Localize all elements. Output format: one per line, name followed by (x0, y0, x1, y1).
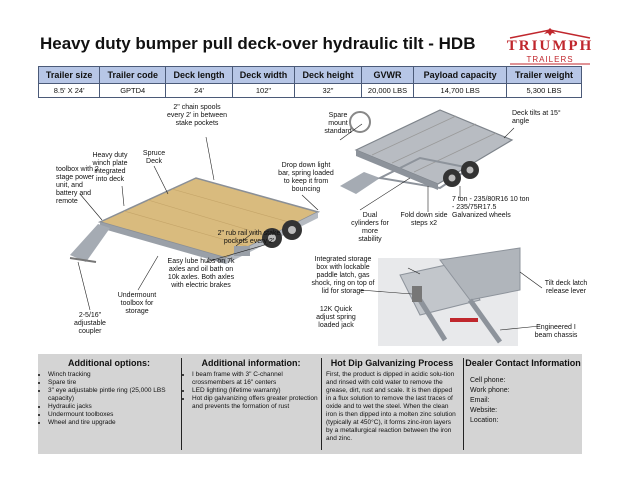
callout-storage-box: Integrated storage box with lockable pad… (311, 256, 375, 295)
list-item: I beam frame with 3" C-channel crossmemb… (192, 371, 320, 387)
list-item: Winch tracking (48, 371, 180, 379)
callout-jack: 12K Quick adjust spring loaded jack (316, 306, 356, 329)
dealer-email: Email: (470, 397, 490, 404)
brand-logo: TRIUMPH TRAILERS (500, 28, 600, 74)
callout-chain-spools: 2" chain spools every 2' in between stak… (166, 104, 228, 127)
column-divider (321, 358, 322, 450)
dealer-location: Location: (470, 417, 499, 424)
list-item: Hydraulic jacks (48, 403, 180, 411)
callout-side-steps: Fold down side steps x2 (400, 212, 448, 227)
column-divider (181, 358, 182, 450)
header-deck-length: Deck length (165, 66, 233, 84)
info-panel: Additional options: Winch tracking Spare… (38, 354, 582, 454)
page-title: Heavy duty bumper pull deck-over hydraul… (40, 34, 476, 53)
value-trailer-code: GPTD4 (99, 83, 167, 98)
list-item: Spare tire (48, 379, 180, 387)
options-list: Winch tracking Spare tire 3" eye adjusta… (38, 371, 180, 427)
value-trailer-size: 8.5' X 24' (37, 83, 101, 98)
galvanizing-text: First, the product is dipped in acidic s… (326, 371, 456, 442)
list-item: Wheel and tire upgrade (48, 419, 180, 427)
header-payload: Payload capacity (413, 66, 508, 84)
value-payload: 14,700 LBS (413, 83, 508, 98)
value-deck-width: 102" (231, 83, 296, 98)
callout-winch-plate: Heavy duty winch plate integrated into d… (92, 152, 128, 183)
callout-lube-hubs: Easy lube hubs on 7k axles and oil bath … (167, 258, 235, 289)
callout-drop-down-light: Drop down light bar, spring loaded to ke… (278, 162, 334, 193)
chassis-detail-image (378, 247, 521, 346)
callout-latch-release: Tilt deck latch release lever (544, 280, 588, 295)
dealer-website: Website: (470, 407, 498, 414)
header-deck-height: Deck height (294, 66, 362, 84)
logo-subtitle: TRAILERS (526, 55, 574, 64)
info-title: Additional information: (201, 358, 301, 368)
value-trailer-weight: 5,300 LBS (506, 83, 582, 98)
dealer-cell-phone: Cell phone: (470, 377, 506, 384)
callout-i-beam: Engineered I beam chassis (534, 324, 578, 339)
callout-toolbox: toolbox with 2 stage power unit, and bat… (56, 166, 99, 205)
callout-tires: 7 ton - 235/80R16 10 ton - 235/75R17.5 G… (452, 196, 530, 219)
header-deck-width: Deck width (231, 66, 296, 84)
info-list: I beam frame with 3" C-channel crossmemb… (182, 371, 320, 411)
value-deck-height: 32" (294, 83, 362, 98)
additional-options-section: Additional options: Winch tracking Spare… (38, 354, 180, 454)
dealer-work-phone: Work phone: (470, 387, 510, 394)
list-item: Hot dip galvanizing offers greater prote… (192, 395, 320, 411)
specs-value-row: 8.5' X 24' GPTD4 24' 102" 32" 20,000 LBS… (37, 83, 582, 98)
additional-info-section: Additional information: I beam frame wit… (182, 354, 320, 454)
specs-header-row: Trailer size Trailer code Deck length De… (37, 66, 582, 84)
galvanizing-section: Hot Dip Galvanizing Process First, the p… (322, 354, 462, 454)
dealer-title: Dealer Contact Information (465, 358, 581, 368)
callout-rub-rail: 2" rub rail with stake pockets every 2' (217, 230, 281, 245)
callout-dual-cylinders: Dual cylinders for more stability (351, 212, 389, 243)
callout-undermount-toolbox: Undermount toolbox for storage (117, 292, 157, 315)
callout-spruce-deck: Spruce Deck (142, 150, 166, 165)
galvanizing-title: Hot Dip Galvanizing Process (330, 358, 454, 368)
logo-wordmark: TRIUMPH (506, 38, 594, 54)
value-gvwr: 20,000 LBS (360, 83, 415, 98)
value-deck-length: 24' (165, 83, 233, 98)
list-item: 3" eye adjustable pintle ring (25,000 LB… (48, 387, 180, 403)
callout-deck-tilt: Deck tilts at 15° angle (512, 110, 561, 125)
list-item: Undermount toolboxes (48, 411, 180, 419)
logo-arc-graphic (509, 28, 591, 65)
header-trailer-weight: Trailer weight (506, 66, 582, 84)
options-title: Additional options: (68, 358, 150, 368)
trailer-flat-deck-image (69, 177, 321, 264)
column-divider (463, 358, 464, 450)
callout-spare-mount: Spare mount standard (324, 112, 352, 135)
list-item: LED lighting (lifetime warranty) (192, 387, 320, 395)
trailer-illustrations (69, 109, 543, 346)
trailer-tilted-image (340, 109, 514, 194)
dealer-section: Dealer Contact Information Cell phone: W… (464, 354, 582, 454)
callout-coupler: 2-5/16" adjustable coupler (74, 312, 106, 335)
callout-leader-lines (77, 123, 543, 331)
specs-table: Trailer size Trailer code Deck length De… (37, 66, 582, 98)
